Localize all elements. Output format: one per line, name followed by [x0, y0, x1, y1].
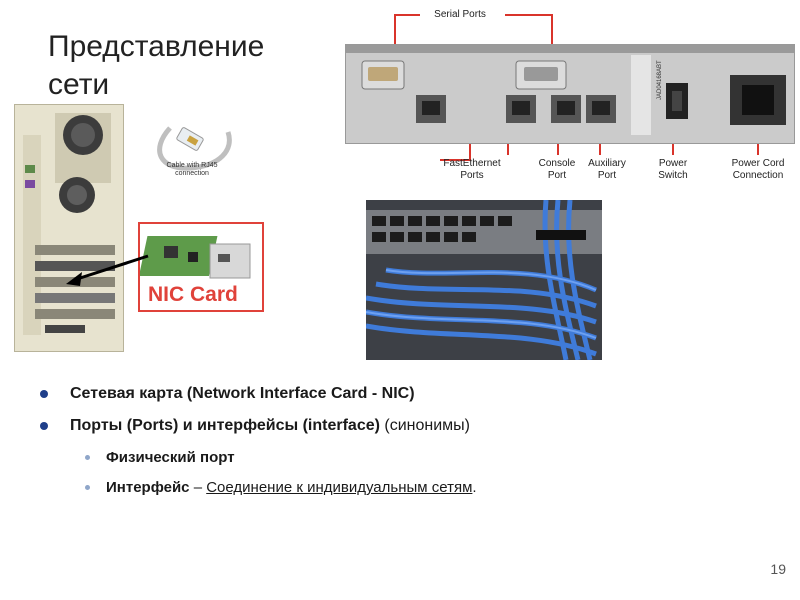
arrow-icon — [60, 250, 160, 290]
router-image: JAD04168ABT — [345, 44, 795, 144]
sub-bullet-link-text: Соединение к индивидуальным сетям — [206, 479, 473, 496]
bullet-text-bold: Порты (Ports) и интерфейсы (interface) — [70, 417, 380, 434]
label-serial-ports: Serial Ports — [434, 9, 486, 20]
rj45-cable-image — [150, 120, 236, 182]
sub-bullet-end: . — [472, 479, 477, 496]
slide-title: Представление сети — [48, 30, 265, 101]
switch-cables-image — [365, 199, 602, 361]
page-number: 19 — [770, 561, 786, 577]
label-auxiliary-port: Auxiliary Port — [588, 158, 626, 181]
pc-tower-image — [14, 104, 124, 352]
bullet-dot — [40, 390, 48, 398]
label-fastethernet-ports: FastEthernet Ports — [443, 158, 501, 181]
sub-bullet-item: Интерфейс – Соединение к индивидуальным … — [40, 478, 477, 498]
label-power-cord: Power Cord Connection — [731, 158, 785, 181]
bullet-dot — [40, 422, 48, 430]
sub-bullet-item: Физический порт — [40, 448, 477, 468]
sub-bullet-dash: – — [189, 479, 207, 496]
sub-bullet-text-bold: Интерфейс — [106, 479, 190, 496]
sub-bullet-dot — [85, 485, 90, 490]
bullet-item: Сетевая карта (Network Interface Card - … — [40, 384, 477, 404]
sub-bullet-dot — [85, 455, 90, 460]
nic-card-label: NIC Card — [148, 283, 238, 306]
nic-card-box — [138, 222, 264, 312]
router-serial-number: JAD04168ABT — [657, 60, 663, 100]
bullet-text-rest: (синонимы) — [379, 417, 470, 434]
label-console-port: Console Port — [538, 158, 576, 181]
cable-note: Cable with RJ45 connection — [166, 162, 218, 177]
bullet-text: Сетевая карта (Network Interface Card - … — [70, 385, 415, 402]
bullet-list: Сетевая карта (Network Interface Card - … — [40, 384, 477, 508]
label-power-switch: Power Switch — [658, 158, 688, 181]
sub-bullet-text: Физический порт — [106, 449, 235, 466]
bullet-item: Порты (Ports) и интерфейсы (interface) (… — [40, 416, 477, 436]
